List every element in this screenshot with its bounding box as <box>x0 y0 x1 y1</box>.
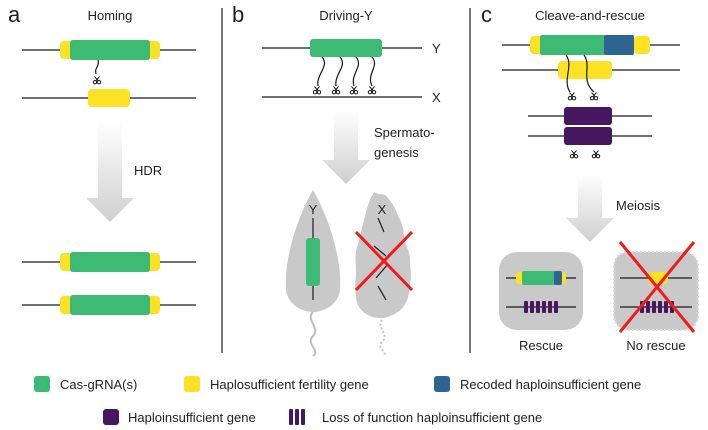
scissors-icon <box>591 150 601 159</box>
cas-grna-cassette <box>522 271 556 285</box>
recoded-gene <box>604 35 634 55</box>
rescue-cell <box>499 252 583 330</box>
spermatogenesis-label-2: genesis <box>374 145 419 160</box>
panel-c-title: Cleave-and-rescue <box>535 8 645 23</box>
recoded-gene <box>554 271 562 285</box>
fertility-gene-right <box>634 36 650 54</box>
legend-label-haploinsufficient: Haploinsufficient gene <box>128 410 256 425</box>
haploinsufficient-gene <box>564 107 612 125</box>
legend-swatch-haploinsufficient <box>103 409 119 425</box>
fertility-gene <box>558 61 612 79</box>
panel-b-letter: b <box>232 2 244 27</box>
grna-strand <box>335 56 344 87</box>
sperm-y-label: Y <box>309 202 318 217</box>
cas-grna-cassette <box>70 40 150 60</box>
grna-strand <box>94 59 100 75</box>
grna-strand <box>565 54 571 93</box>
cas-grna-cassette <box>70 252 150 272</box>
panel-b-title: Driving-Y <box>319 8 373 23</box>
grna-strand <box>583 54 595 93</box>
chromosome-y-label: Y <box>432 41 441 56</box>
panel-b: b Driving-Y Y X Spermato- genesis Y X <box>232 2 441 357</box>
scissors-icon <box>367 86 377 95</box>
scissors-icon <box>92 76 102 85</box>
no-rescue-cell <box>613 251 699 331</box>
panel-a-letter: a <box>8 2 21 27</box>
legend-swatch-fertility <box>184 376 200 392</box>
scissors-icon <box>312 86 322 95</box>
cas-grna-cassette <box>70 295 150 315</box>
sperm-x-label: X <box>378 202 387 217</box>
sperm-x-cell <box>355 192 411 318</box>
spermatogenesis-label-1: Spermato- <box>374 125 435 140</box>
cross-icon <box>618 241 696 333</box>
legend-label-cas: Cas-gRNA(s) <box>60 377 137 392</box>
legend: Cas-gRNA(s) Haplosufficient fertility ge… <box>34 376 641 425</box>
spermatogenesis-arrow <box>322 110 370 184</box>
scissors-icon <box>349 86 359 95</box>
scissors-icon <box>331 86 341 95</box>
meiosis-arrow <box>566 174 614 242</box>
legend-swatch-cas <box>34 376 50 392</box>
hdr-label: HDR <box>134 163 162 178</box>
rescue-label: Rescue <box>519 338 563 353</box>
grna-strand <box>317 56 326 87</box>
fertility-gene <box>88 89 130 107</box>
scissors-icon <box>569 150 579 159</box>
cas-grna-cassette <box>310 39 382 57</box>
scissors-icon <box>567 92 577 101</box>
hdr-arrow <box>86 122 134 222</box>
meiosis-label: Meiosis <box>616 198 661 213</box>
chromosome-x-label: X <box>432 90 441 105</box>
lof-gene <box>524 301 558 313</box>
legend-label-fertility: Haplosufficient fertility gene <box>210 377 369 392</box>
panel-c: c Cleave-and-rescue Meiosis <box>481 2 699 353</box>
panel-a-title: Homing <box>88 8 133 23</box>
haploinsufficient-gene <box>564 127 612 145</box>
x-fragment <box>373 245 387 257</box>
grna-strand <box>352 56 360 87</box>
cross-icon <box>354 230 414 292</box>
sperm-y-tail <box>309 311 317 357</box>
x-fragment <box>375 263 389 279</box>
panel-c-letter: c <box>481 2 492 27</box>
scissors-icon <box>589 92 599 101</box>
grna-strand <box>369 56 376 87</box>
no-rescue-label: No rescue <box>626 338 685 353</box>
legend-label-lof: Loss of function haploinsufficient gene <box>322 410 542 425</box>
lof-gene <box>640 301 674 313</box>
cas-grna-cassette <box>540 35 606 55</box>
sperm-x-tail <box>379 319 386 357</box>
x-fragment <box>377 217 385 233</box>
legend-label-recoded: Recoded haploinsufficient gene <box>460 377 641 392</box>
panel-a: a Homing HDR <box>8 2 196 315</box>
legend-swatch-lof <box>289 409 305 425</box>
cas-grna-cassette <box>306 238 320 286</box>
legend-swatch-recoded <box>434 376 450 392</box>
x-fragment <box>377 285 387 301</box>
